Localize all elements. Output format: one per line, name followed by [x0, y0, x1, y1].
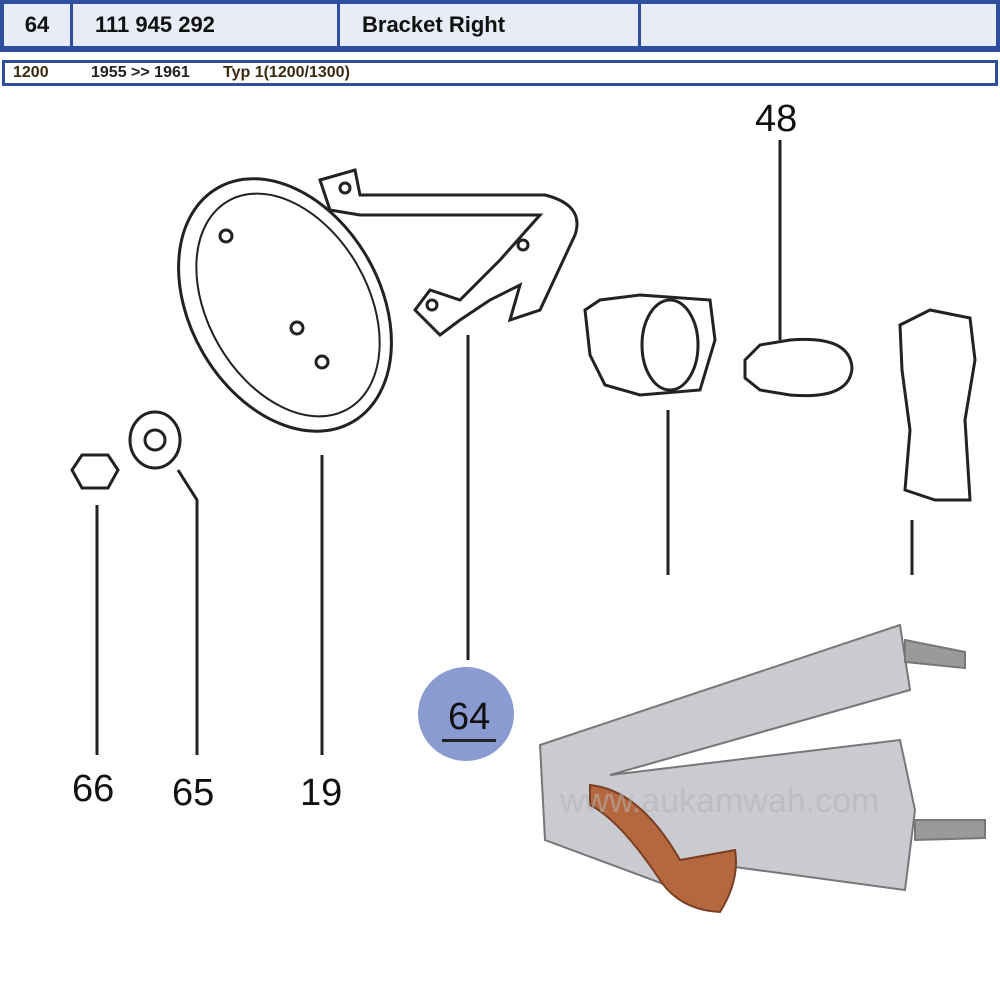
model: 1200: [13, 64, 49, 81]
extra-cell: [641, 4, 996, 46]
years: 1955 >> 1961: [91, 64, 190, 81]
watermark: www.aukamwah.com: [560, 782, 880, 820]
nut-drawing: [70, 453, 120, 490]
bracket-drawing: [318, 168, 579, 337]
description-cell: Bracket Right: [340, 4, 638, 46]
highlight-bubble: [418, 667, 514, 761]
type: Typ 1(1200/1300): [223, 64, 350, 81]
bulb-drawing: [743, 337, 854, 398]
socket-drawing: [583, 293, 717, 397]
position-cell: 64: [4, 4, 70, 46]
callout-19[interactable]: 19: [300, 772, 343, 814]
lens-part: [177, 177, 393, 433]
callout-64[interactable]: 64: [442, 696, 497, 742]
part-header: 64 111 945 292 Bracket Right: [0, 0, 1000, 52]
callout-66[interactable]: 66: [72, 768, 115, 810]
callout-48[interactable]: 48: [755, 98, 798, 140]
bracket-photo: [538, 623, 986, 914]
callout-65[interactable]: 65: [172, 772, 215, 814]
model-info-bar: 1200 1955 >> 1961 Typ 1(1200/1300): [2, 60, 998, 86]
washer-drawing: [128, 410, 182, 470]
gasket-drawing: [898, 308, 977, 502]
part-number-cell: 111 945 292: [73, 4, 337, 46]
